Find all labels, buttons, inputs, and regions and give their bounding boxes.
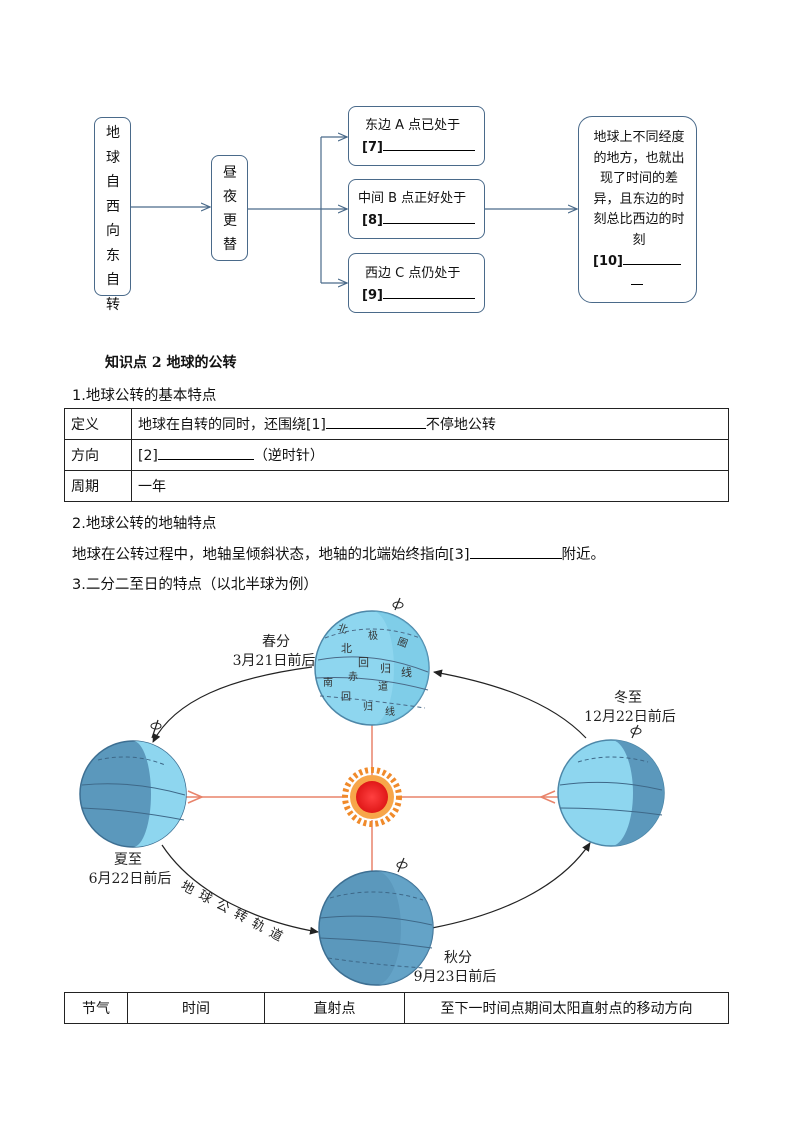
row-content: 一年 (132, 471, 729, 502)
col-header: 节气 (65, 993, 128, 1024)
earth-winter (558, 725, 664, 846)
s3-heading: 3.二分二至日的特点（以北半球为例） (72, 573, 318, 594)
table-row: 定义 地球在自转的同时，还围绕[1]不停地公转 (65, 409, 729, 440)
flow-arrows (0, 0, 794, 330)
col-header: 直射点 (265, 993, 405, 1024)
spring-date: 3月21日前后 (222, 650, 326, 670)
lat-label: 极 (368, 627, 378, 642)
orbit-diagram (0, 595, 794, 995)
section-title: 知识点 2 地球的公转 (105, 352, 237, 372)
row-label: 定义 (65, 409, 132, 440)
lat-label: 北 (341, 640, 352, 656)
winter-date: 12月22日前后 (574, 706, 686, 726)
table-header-row: 节气 时间 直射点 至下一时间点期间太阳直射点的移动方向 (65, 993, 729, 1024)
table-row: 周期 一年 (65, 471, 729, 502)
lat-label: 归 (363, 698, 373, 713)
lat-label: 回 (341, 688, 351, 703)
col-header: 时间 (128, 993, 265, 1024)
col-header: 至下一时间点期间太阳直射点的移动方向 (405, 993, 729, 1024)
autumn-name: 秋分 (418, 947, 498, 967)
row-content: [2]（逆时针） (132, 440, 729, 471)
winter-name: 冬至 (588, 687, 668, 707)
s2-heading: 2.地球公转的地轴特点 (72, 512, 216, 533)
lat-label: 南 (323, 674, 333, 689)
earth-summer (80, 720, 186, 847)
lat-label: 赤 (348, 668, 358, 683)
lat-label: 归 (380, 660, 391, 676)
lat-label: 道 (378, 678, 388, 693)
lat-label: 线 (401, 664, 412, 680)
lat-label: 线 (385, 703, 395, 718)
row-label: 方向 (65, 440, 132, 471)
summer-date: 6月22日前后 (78, 868, 182, 888)
summer-name: 夏至 (88, 849, 168, 869)
spring-name: 春分 (236, 631, 316, 651)
row-label: 周期 (65, 471, 132, 502)
s1-heading: 1.地球公转的基本特点 (72, 384, 216, 405)
s2-text: 地球在公转过程中，地轴呈倾斜状态，地轴的北端始终指向[3]附近。 (72, 543, 605, 564)
autumn-date: 9月23日前后 (403, 966, 507, 986)
row-content: 地球在自转的同时，还围绕[1]不停地公转 (132, 409, 729, 440)
sun-icon (345, 770, 399, 824)
lat-label: 回 (358, 654, 369, 670)
solstice-table: 节气 时间 直射点 至下一时间点期间太阳直射点的移动方向 (64, 992, 729, 1024)
revolution-features-table: 定义 地球在自转的同时，还围绕[1]不停地公转 方向 [2]（逆时针） 周期 一… (64, 408, 729, 502)
table-row: 方向 [2]（逆时针） (65, 440, 729, 471)
